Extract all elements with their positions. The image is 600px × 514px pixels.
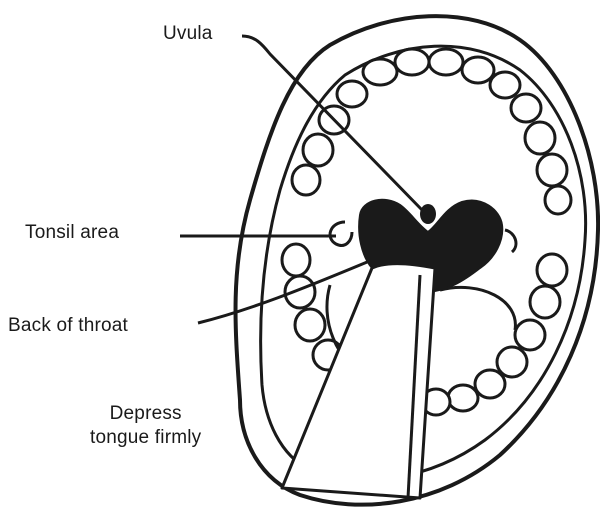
label-back-of-throat: Back of throat [8, 314, 128, 338]
label-uvula: Uvula [163, 22, 213, 46]
uvula-shape [420, 204, 436, 224]
tonsil-left [330, 222, 352, 245]
upper-teeth [292, 49, 571, 214]
label-depress-tongue: Depress tongue firmly [90, 402, 201, 450]
label-depress-line2: tongue firmly [90, 426, 201, 450]
label-depress-line1: Depress [90, 402, 201, 426]
label-tonsil-area: Tonsil area [25, 221, 119, 245]
tonsil-right [505, 230, 516, 252]
